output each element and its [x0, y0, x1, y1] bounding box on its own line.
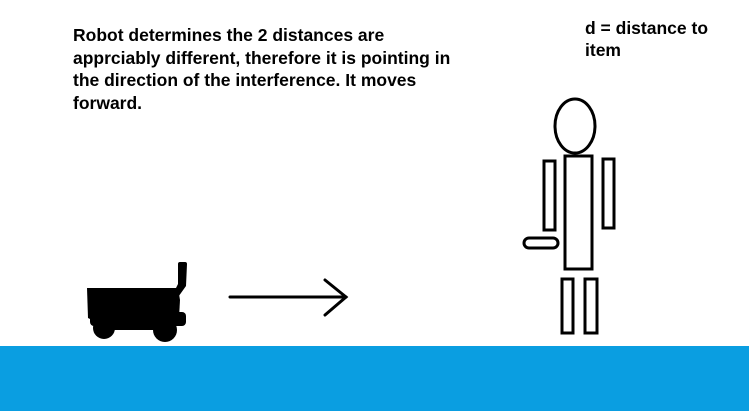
robot-icon [87, 262, 187, 342]
legend-text: d = distance to item [585, 18, 709, 60]
right-arrow-icon [228, 278, 349, 317]
caption-text: Robot determines the 2 distances are app… [73, 25, 451, 113]
ground [0, 346, 749, 411]
stick-person-icon [522, 97, 616, 335]
